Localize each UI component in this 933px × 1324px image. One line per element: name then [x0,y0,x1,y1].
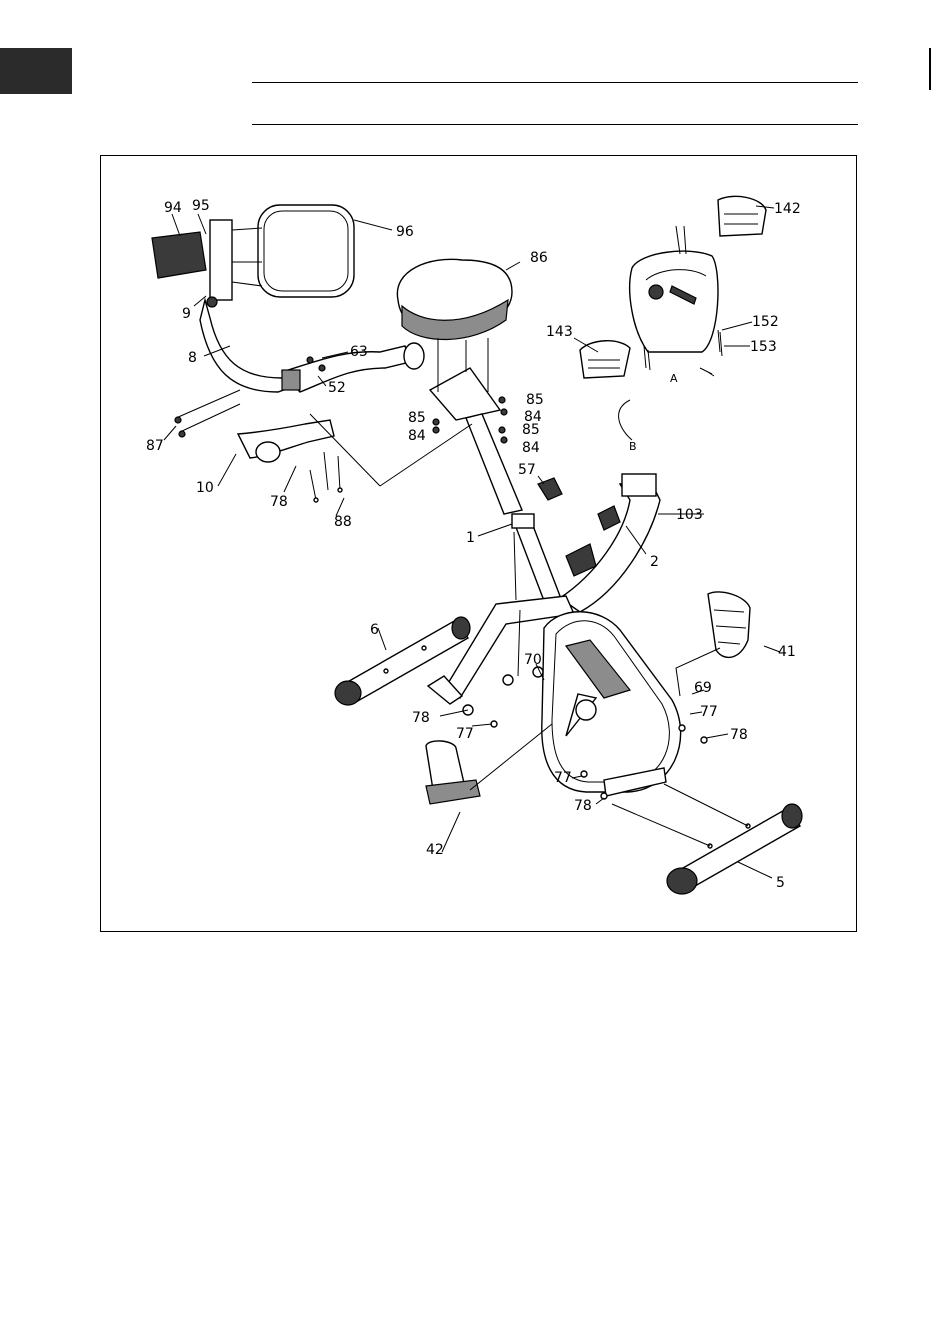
callout-8: 8 [188,350,197,366]
callout-142: 142 [774,201,801,217]
handlebar-clamp [282,370,300,390]
callout-2: 2 [650,554,659,570]
front-upright-top [622,474,656,496]
callout-85-c: 85 [522,422,540,438]
callout-84-b: 84 [408,428,426,444]
callout-B: B [629,440,637,453]
callout-10: 10 [196,480,214,496]
callout-5: 5 [776,875,785,891]
backrest-cushion [258,205,354,297]
callout-77-b: 77 [456,726,474,742]
callout-77-a: 77 [700,704,718,720]
crank-hub [576,700,596,720]
callout-78-a: 78 [270,494,288,510]
callout-78-d: 78 [574,798,592,814]
console-assembly [580,196,766,440]
callout-57: 57 [518,462,536,478]
callout-6: 6 [370,622,379,638]
callout-85-b: 85 [408,410,426,426]
front-upright [560,480,660,612]
pulse-sensor-right [718,196,766,236]
seat-plate [430,368,500,420]
seat-tube-top [512,514,534,528]
callout-78-c: 78 [730,727,748,743]
handlebar-right [238,420,334,458]
callout-153: 153 [750,339,777,355]
callout-152: 152 [752,314,779,330]
backrest-frame [210,220,232,300]
callout-87: 87 [146,438,164,454]
callout-63: 63 [350,344,368,360]
callout-77-c: 77 [554,770,572,786]
callout-86: 86 [530,250,548,266]
callout-42: 42 [426,842,444,858]
callout-52: 52 [328,380,346,396]
callout-41: 41 [778,644,796,660]
callout-70: 70 [524,652,542,668]
backrest-bracket [152,232,206,278]
callout-95: 95 [192,198,210,214]
callout-84-c: 84 [522,440,540,456]
pedal-right [676,592,750,696]
console-housing [630,251,718,352]
backrest-assembly [152,205,354,307]
flywheel-cover [542,612,681,796]
callout-85-a: 85 [526,392,544,408]
front-stabilizer [612,784,802,894]
handlebar-assembly [175,300,424,462]
pedal-left [426,724,552,804]
callout-69: 69 [694,680,712,696]
callout-96: 96 [396,224,414,240]
seat-tube [514,518,560,606]
callout-1: 1 [466,530,475,546]
callout-143: 143 [546,324,573,340]
callout-A: A [670,372,678,385]
callout-78-b: 78 [412,710,430,726]
callout-88: 88 [334,514,352,530]
seat-post [466,414,522,514]
callout-103: 103 [676,507,703,523]
callout-94: 94 [164,200,182,216]
callout-9: 9 [182,306,191,322]
